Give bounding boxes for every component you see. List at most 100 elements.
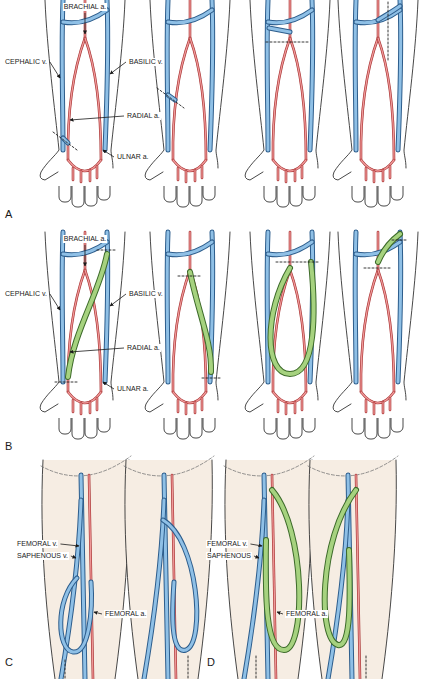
artery-outline xyxy=(278,398,302,414)
forearm xyxy=(145,0,230,207)
arm-outline xyxy=(316,0,330,168)
artery xyxy=(178,398,202,414)
graft xyxy=(378,234,400,262)
artery xyxy=(290,38,306,160)
vessel-label: CEPHALIC v. xyxy=(4,290,48,298)
vein xyxy=(210,0,213,150)
leader-lines xyxy=(50,13,283,614)
vein xyxy=(398,0,401,150)
vessel-label: BASILIC v. xyxy=(128,58,164,66)
vein xyxy=(310,0,313,150)
incision-line xyxy=(276,262,320,263)
leader-line xyxy=(70,116,124,120)
forearm xyxy=(245,232,330,439)
artery xyxy=(366,166,390,182)
artery xyxy=(356,475,360,679)
incision-line xyxy=(97,250,117,251)
arm-outline xyxy=(245,232,264,412)
vein xyxy=(268,242,312,255)
vein-outline xyxy=(61,578,92,652)
incision-line xyxy=(256,656,257,679)
vessel-label: ULNAR a. xyxy=(116,153,150,161)
arm-outline xyxy=(245,0,264,180)
thigh xyxy=(124,456,214,679)
leg-outline xyxy=(125,460,138,679)
artery xyxy=(278,398,302,414)
vein xyxy=(168,95,175,100)
vein-outline xyxy=(356,242,400,255)
incision-line xyxy=(188,656,189,679)
artery-outline xyxy=(366,166,390,182)
artery xyxy=(273,38,290,160)
inguinal-line xyxy=(224,456,314,476)
artery xyxy=(190,38,206,160)
artery-outline xyxy=(356,475,360,679)
artery xyxy=(173,270,190,392)
forearm xyxy=(333,0,418,207)
thigh xyxy=(224,456,314,679)
artery xyxy=(366,398,390,414)
leg-skin xyxy=(225,460,312,679)
inguinal-line xyxy=(41,456,131,476)
incision-line xyxy=(202,378,222,379)
leader-line xyxy=(103,382,114,389)
artery xyxy=(178,166,202,182)
graft-outline xyxy=(266,490,300,650)
vessel-label: SAPHENOUS xyxy=(206,552,252,560)
leader-line xyxy=(250,544,262,546)
vein xyxy=(163,520,197,650)
vein-outline xyxy=(398,232,401,382)
incision-line xyxy=(388,2,389,60)
incision-line xyxy=(366,656,367,679)
arm-outline xyxy=(333,0,352,180)
vessel-label: RADIAL a. xyxy=(126,344,161,352)
graft-outline xyxy=(325,490,356,645)
vein-outline xyxy=(163,520,197,650)
leader-line xyxy=(94,612,102,614)
vein-outline xyxy=(268,242,312,255)
artery-outline xyxy=(190,38,206,160)
vessel-label: FEMORAL v. xyxy=(206,540,248,548)
artery-outline xyxy=(361,270,378,392)
vein-outline xyxy=(144,500,164,679)
vessel-label: BRACHIAL a. xyxy=(63,3,108,11)
vein xyxy=(269,28,290,32)
leader-line xyxy=(70,348,124,352)
incision-line xyxy=(53,132,77,150)
inguinal-line xyxy=(308,456,398,476)
incision-line xyxy=(55,382,79,383)
artery-outline xyxy=(73,166,97,182)
thigh xyxy=(308,456,398,679)
vein xyxy=(168,10,212,23)
artery-outline xyxy=(173,270,190,392)
vessel-label: FEMORAL a. xyxy=(285,610,328,618)
artery-outline xyxy=(85,38,101,160)
vessel-label: FEMORAL a. xyxy=(104,610,147,618)
vessel-label: SAPHENOUS v. xyxy=(16,552,69,560)
incision-line xyxy=(392,240,408,241)
artery-outline xyxy=(178,166,202,182)
vein xyxy=(168,242,212,255)
incision-line xyxy=(178,276,202,277)
inguinal-line xyxy=(124,456,214,476)
forearm xyxy=(40,0,125,207)
leg-outline xyxy=(198,460,212,679)
artery-outline xyxy=(172,475,176,679)
artery xyxy=(89,475,93,679)
graft xyxy=(266,490,300,650)
arm-outline xyxy=(333,232,352,412)
leader-line xyxy=(254,556,259,558)
thigh xyxy=(41,456,131,679)
arm-outline xyxy=(404,0,418,168)
panel-letter: A xyxy=(4,208,13,220)
arm-skin xyxy=(245,0,330,186)
vessel-label: BASILIC v. xyxy=(128,290,164,298)
artery xyxy=(361,38,378,160)
vein xyxy=(398,232,401,382)
vein-outline xyxy=(244,500,264,679)
incision-line xyxy=(65,660,66,679)
arm-outline xyxy=(111,0,125,168)
arm-outline xyxy=(316,232,330,400)
artery-outline xyxy=(178,398,202,414)
